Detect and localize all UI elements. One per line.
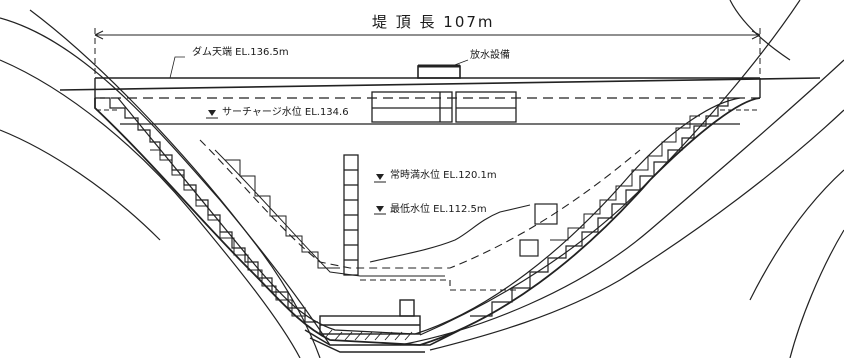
surcharge-water-level-label: サーチャージ水位 EL.134.6: [222, 105, 349, 118]
spillway-gate-label: 放水設備: [470, 48, 510, 61]
lowest-water-level-marker: [374, 206, 386, 215]
spillway-gate-structure: [417, 64, 461, 79]
left-stepped-excavation: [100, 97, 318, 323]
crest-galleries: [371, 91, 517, 123]
terrain-right-far: [749, 169, 844, 301]
sediment-line: [360, 204, 531, 291]
terrain-left-inner: [29, 9, 321, 358]
lowest-water-level-label: 最低水位 EL.112.5m: [390, 202, 487, 215]
crest-length-dimension: [94, 28, 761, 80]
terrain-right-far2: [789, 229, 844, 358]
terrain-right-inner: [429, 109, 844, 351]
terrain-right-outer: [399, 59, 844, 346]
normal-water-level-label: 常時満水位 EL.120.1m: [390, 168, 497, 181]
bottom-hatching: [324, 329, 413, 341]
inner-foundation-lines: [199, 139, 641, 277]
crest-length-label: 堤 頂 長 107m: [372, 13, 495, 31]
dam-crest-elevation-label: ダム天端 EL.136.5m: [192, 45, 289, 58]
normal-water-level-marker: [374, 174, 386, 183]
right-side-structures: [519, 203, 558, 257]
terrain-left-outer: [0, 17, 331, 346]
right-stepped-excavation: [470, 97, 735, 317]
intake-tower: [343, 154, 359, 276]
surcharge-water-level-line: [120, 110, 740, 125]
terrain-left-far: [0, 129, 161, 241]
terrain-left-mid: [0, 59, 301, 358]
foundation-base: [304, 299, 461, 353]
terrain-right-top: [729, 0, 791, 61]
